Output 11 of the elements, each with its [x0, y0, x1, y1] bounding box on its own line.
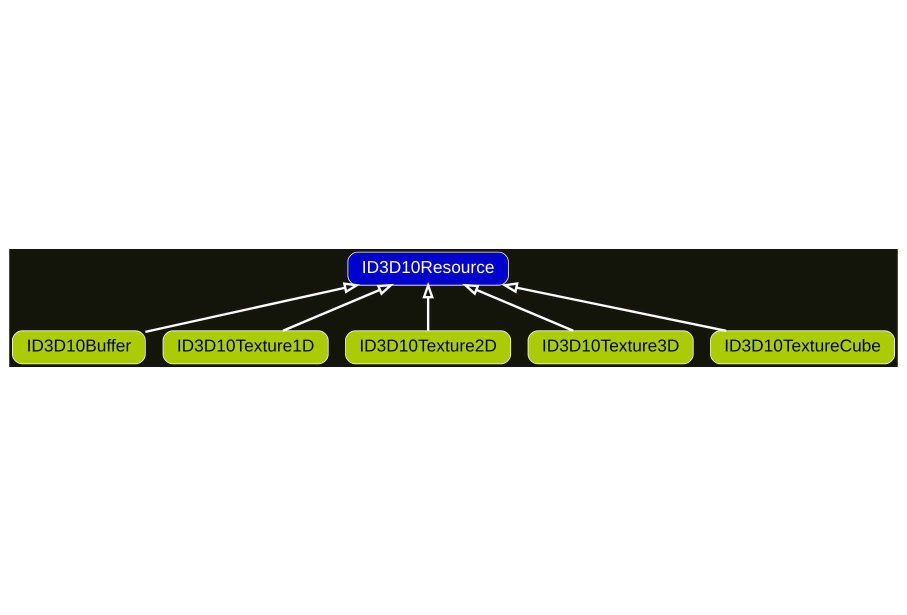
- arrow: [422, 281, 434, 330]
- arrow: [282, 283, 394, 332]
- arrow: [501, 282, 726, 332]
- node-box: ID3D10Texture2D: [345, 330, 512, 364]
- node-box: ID3D10Buffer: [12, 330, 146, 364]
- arrow: [462, 283, 574, 332]
- node-box: ID3D10TextureCube: [710, 330, 896, 364]
- node-box: ID3D10Texture1D: [162, 330, 329, 364]
- node-box: ID3D10Texture3D: [528, 330, 694, 364]
- arrow: [145, 282, 360, 333]
- node-box: ID3D10Resource: [348, 251, 509, 286]
